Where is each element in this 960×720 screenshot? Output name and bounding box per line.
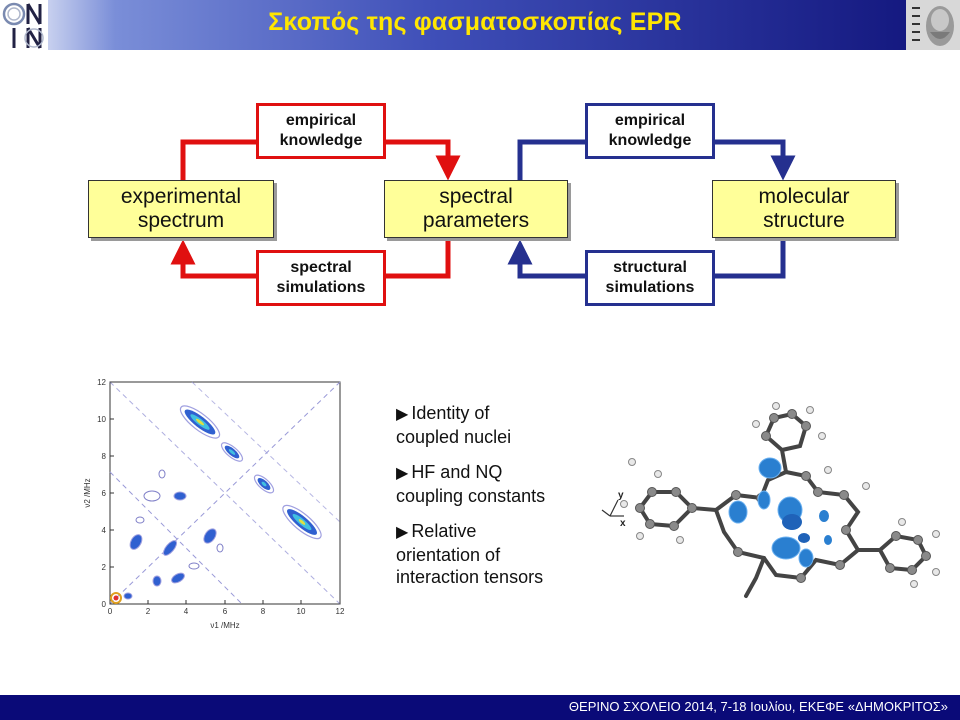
label-spectral-simulations: spectral simulations [256,250,386,306]
institute-logo [0,0,48,50]
label-structural-simulations: structural simulations [585,250,715,306]
triangle-bullet-icon: ▶ [396,406,409,423]
axis-label-x: x [620,518,626,529]
y-tick-label: 10 [97,415,106,424]
x-tick-label: 8 [261,607,266,616]
x-tick-label: 6 [223,607,228,616]
triangle-bullet-icon: ▶ [396,465,409,482]
contour-peaks [110,405,322,604]
y-tick-label: 12 [97,378,106,387]
label-empirical-knowledge-left: empirical knowledge [256,103,386,159]
x-tick-label: 2 [146,607,151,616]
x-axis-label: ν1 /MHz [210,621,239,630]
footer-bar: ΘΕΡΙΝΟ ΣΧΟΛΕΙΟ 2014, 7-18 Ιουλίου, ΕΚΕΦΕ… [0,695,960,720]
democritus-logo [906,0,960,50]
y-axis-label: ν2 /MHz [83,478,92,507]
page-title: Σκοπός της φασματοσκοπίας EPR [268,8,682,36]
spin-density-lobes [728,457,832,568]
x-tick-label: 4 [184,607,189,616]
bullet-item: ▶Identity of coupled nuclei [396,402,596,448]
y-tick-label: 8 [102,452,107,461]
hyscore-plot: 0 2 4 6 8 10 12 0 2 4 6 8 10 12 ν1 /MHz … [82,372,354,634]
header-bar: Σκοπός της φασματοσκοπίας EPR [0,0,960,50]
diagram-connectors [170,139,796,279]
axis-indicator [601,499,624,517]
bullet-item: ▶Relative orientation of interaction ten… [396,520,596,588]
axis-label-y: y [618,490,624,501]
y-tick-label: 6 [102,489,107,498]
bullet-text: HF and NQ coupling constants [396,462,546,506]
node-molecular-structure: molecular structure [712,180,896,238]
x-tick-label: 0 [108,607,113,616]
bullet-text: Identity of coupled nuclei [396,403,512,447]
bullet-item: ▶HF and NQ coupling constants [396,461,596,507]
bullet-list: ▶Identity of coupled nuclei ▶HF and NQ c… [396,402,596,601]
x-tick-label: 12 [336,607,345,616]
molecule-illustration: y x [601,402,940,598]
footer-text: ΘΕΡΙΝΟ ΣΧΟΛΕΙΟ 2014, 7-18 Ιουλίου, ΕΚΕΦΕ… [568,699,948,714]
bullet-text: Relative orientation of interaction tens… [396,521,544,587]
x-tick-label: 10 [297,607,306,616]
label-empirical-knowledge-right: empirical knowledge [585,103,715,159]
y-tick-label: 0 [102,600,107,609]
y-tick-label: 2 [102,563,107,572]
node-spectral-parameters: spectral parameters [384,180,568,238]
y-tick-label: 4 [102,526,107,535]
node-experimental-spectrum: experimental spectrum [88,180,274,238]
triangle-bullet-icon: ▶ [396,524,409,541]
